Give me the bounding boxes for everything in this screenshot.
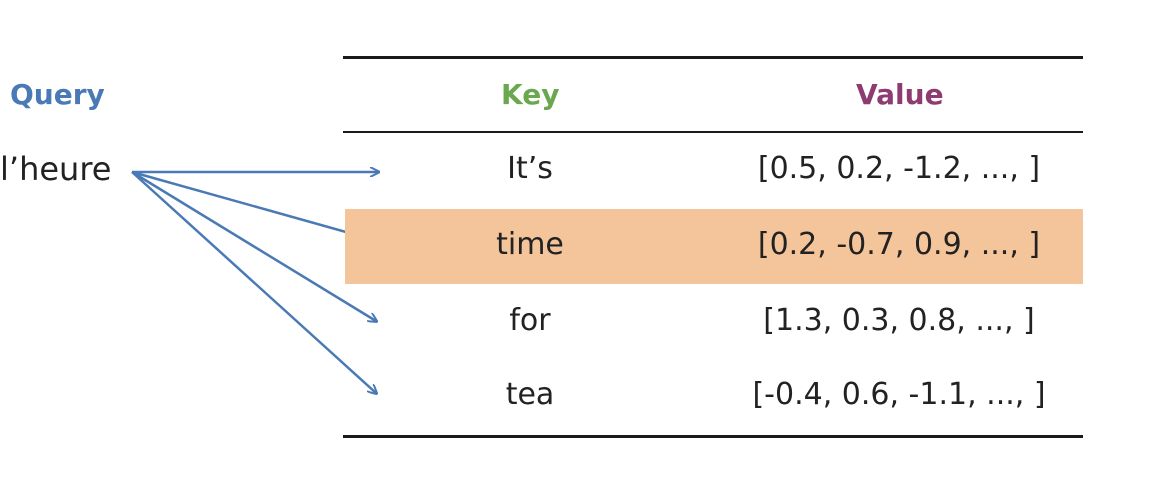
query-label: Query bbox=[10, 78, 105, 111]
key-header: Key bbox=[501, 78, 560, 111]
table-top-rule bbox=[343, 56, 1083, 59]
key-cell: tea bbox=[505, 377, 555, 412]
table-row: tea [-0.4, 0.6, -1.1, ..., ] bbox=[345, 359, 1083, 434]
value-header: Value bbox=[856, 78, 944, 111]
arrow-to-for bbox=[131, 170, 376, 321]
query-word: l’heure bbox=[0, 150, 112, 188]
key-cell: It’s bbox=[507, 151, 553, 186]
table-row-highlighted: time [0.2, -0.7, 0.9, ..., ] bbox=[345, 209, 1083, 284]
value-cell: [1.3, 0.3, 0.8, ..., ] bbox=[763, 303, 1035, 338]
table-row: for [1.3, 0.3, 0.8, ..., ] bbox=[345, 285, 1083, 360]
arrow-to-time bbox=[131, 170, 378, 241]
table-bottom-rule bbox=[343, 435, 1083, 438]
table-row: It’s [0.5, 0.2, -1.2, ..., ] bbox=[345, 133, 1083, 208]
arrow-to-tea bbox=[131, 171, 376, 393]
key-cell: for bbox=[509, 303, 551, 338]
value-cell: [0.2, -0.7, 0.9, ..., ] bbox=[757, 227, 1041, 262]
key-value-table: Key Value It’s [0.5, 0.2, -1.2, ..., ] t… bbox=[343, 56, 1083, 438]
table-header-rule bbox=[343, 131, 1083, 133]
key-cell: time bbox=[496, 227, 564, 262]
value-cell: [-0.4, 0.6, -1.1, ..., ] bbox=[752, 377, 1046, 412]
value-cell: [0.5, 0.2, -1.2, ..., ] bbox=[757, 151, 1041, 186]
